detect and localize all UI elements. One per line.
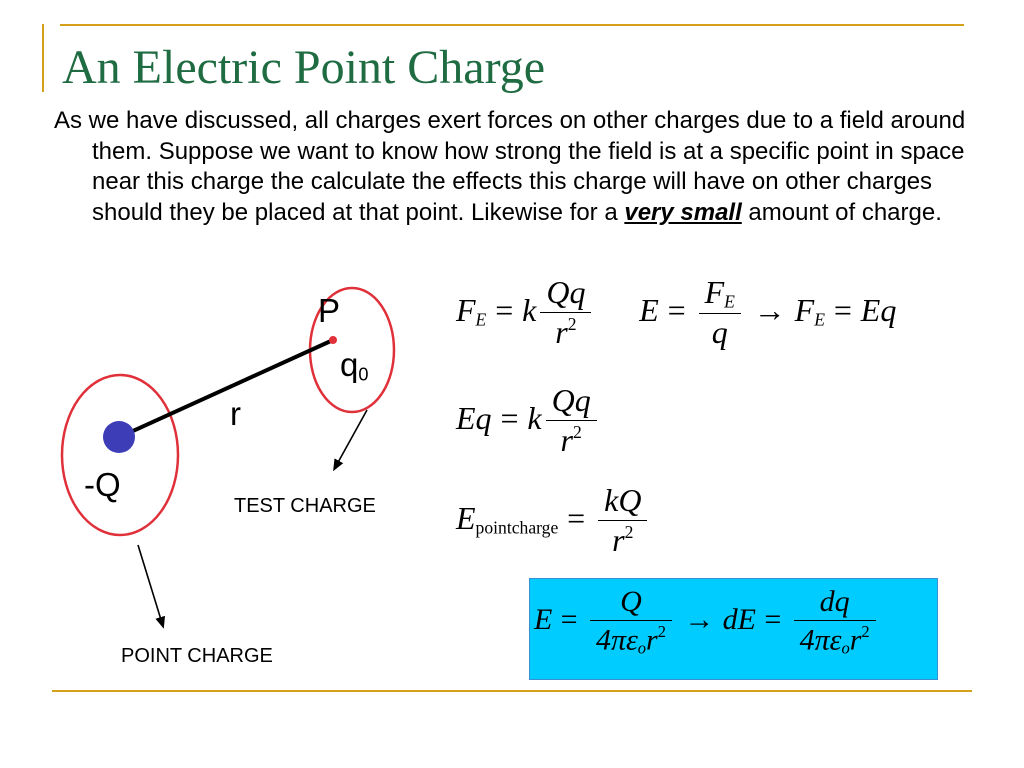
point-p-label: P <box>318 292 341 329</box>
distance-line <box>121 338 334 438</box>
test-charge-caption: TEST CHARGE <box>234 495 376 517</box>
point-charge-caption: POINT CHARGE <box>121 645 273 667</box>
body-paragraph: As we have discussed, all charges exert … <box>54 106 1007 228</box>
test-point-dot <box>329 336 337 344</box>
point-charge-arrow <box>137 544 166 629</box>
body-text-main: As we have discussed, all charges exert … <box>54 107 966 226</box>
source-charge-label: -Q <box>84 466 121 503</box>
left-accent-rule <box>42 24 44 92</box>
source-charge-dot <box>103 421 135 453</box>
distance-label: r <box>230 395 241 432</box>
test-charge-arrow <box>333 409 368 472</box>
bottom-accent-rule <box>52 690 972 692</box>
coulomb-field-formula-box <box>529 578 938 680</box>
slide-title: An Electric Point Charge <box>62 41 545 94</box>
body-emphasis: very small <box>624 198 742 226</box>
source-charge-circle <box>60 373 180 537</box>
top-accent-rule <box>60 24 964 26</box>
body-text-end: amount of charge. <box>741 198 942 226</box>
test-charge-symbol: q0 <box>340 346 369 385</box>
